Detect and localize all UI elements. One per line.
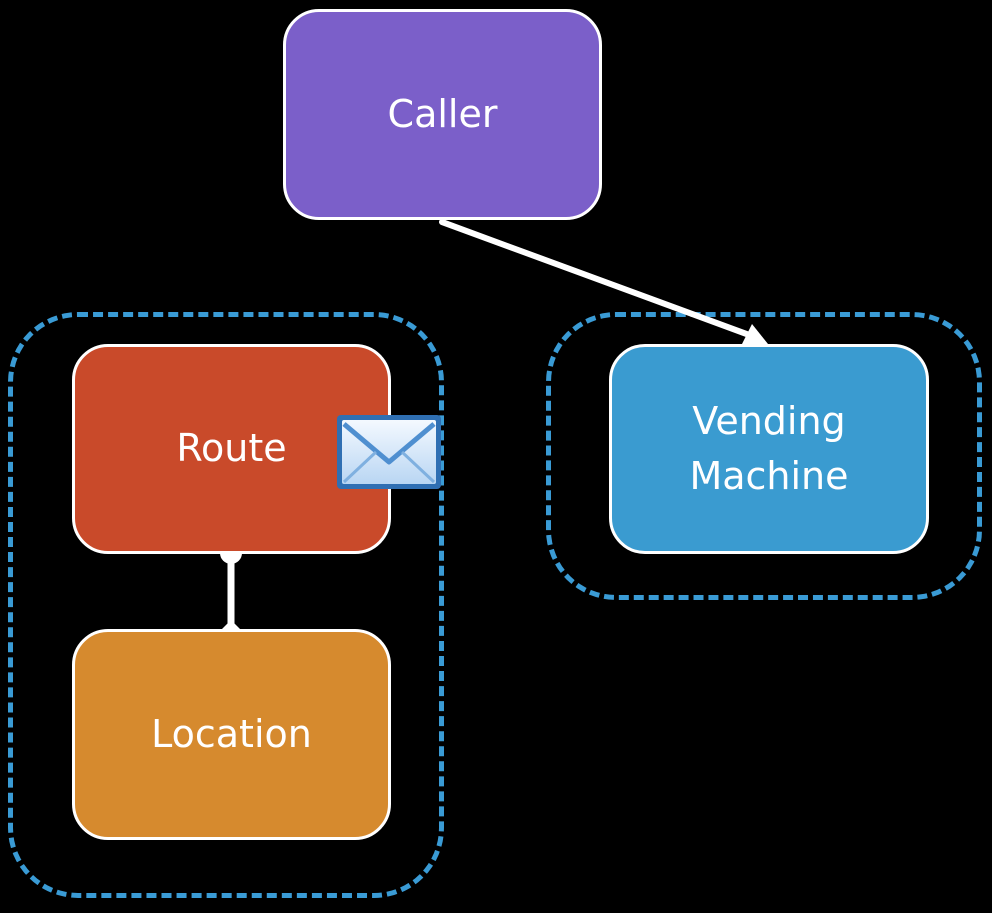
envelope-icon — [337, 415, 441, 489]
location-node[interactable]: Location — [72, 629, 391, 840]
caller-label: Caller — [387, 91, 498, 136]
route-label: Route — [176, 426, 287, 471]
vending-machine-label: Vending Machine — [689, 398, 849, 498]
caller-node[interactable]: Caller — [283, 9, 602, 220]
location-label: Location — [151, 711, 312, 756]
vending-machine-node[interactable]: Vending Machine — [609, 344, 929, 554]
vending-machine-aggregate-boundary — [546, 312, 982, 600]
route-aggregate-boundary — [8, 312, 444, 898]
